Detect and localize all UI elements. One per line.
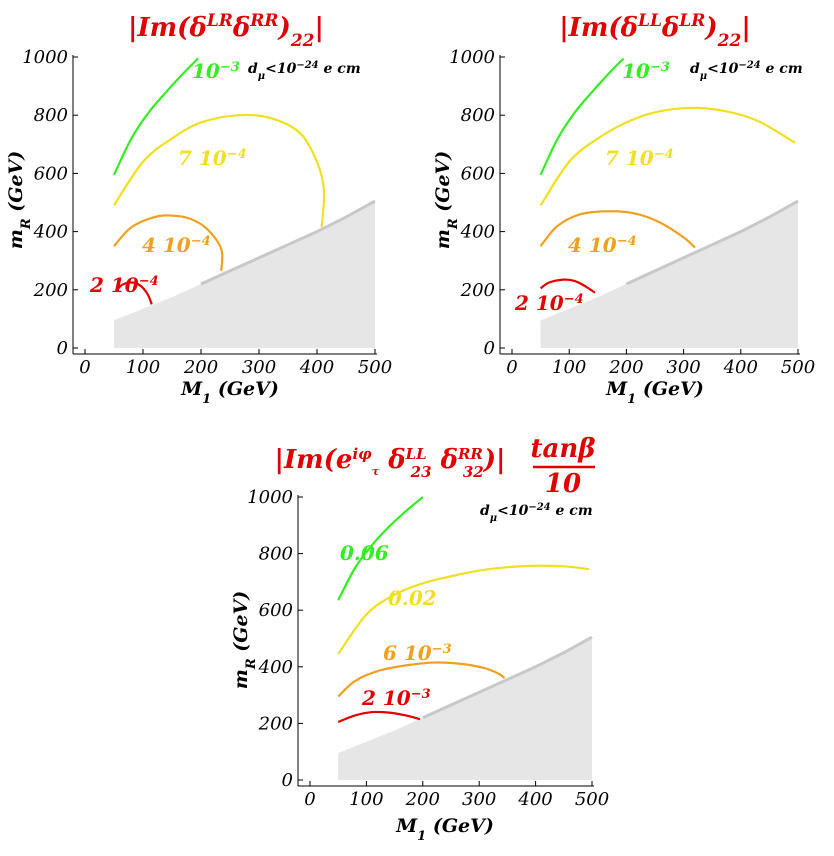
panel-3-label-0.02: 0.02 [388,586,437,610]
y-tick-label: 200 [460,280,495,301]
y-tick-label: 1000 [449,47,495,68]
y-tick-label: 200 [258,713,293,734]
excluded-region [114,201,375,348]
panel-1-ylabel: mR (GeV) [5,151,34,250]
y-tick-label: 0 [57,338,68,359]
panel-2-label-1e-3: 10−3 [622,59,670,83]
panel-2-plot: 0 100 200 300 400 500 0 200 400 600 800 1000 [449,47,815,378]
panel-1: |Im(δLRδRR)22| dμ<10−24 e cm 0 100 200 300 4… [5,11,392,407]
panel-2-ylabel: mR (GeV) [432,151,461,250]
contour-line [337,710,421,724]
contour-line [337,496,424,601]
y-tick-label: 400 [258,657,293,678]
y-tick-label: 400 [460,222,495,243]
panel-1-title: |Im(δLRδRR)22| [128,11,324,51]
panel-2-label-4e-4: 4 10−4 [568,233,637,257]
panel-3-plot: 0 100 200 300 400 500 0 200 400 600 800 1000 [247,487,609,810]
y-tick-label: 400 [33,222,68,243]
x-tick-label: 500 [575,789,609,810]
x-tick-label: 300 [666,357,700,378]
contour-line [337,564,590,655]
y-tick-label: 1000 [247,487,293,508]
y-tick-label: 600 [259,600,293,621]
contour-line [113,57,199,176]
x-tick-label: 0 [506,357,517,378]
panel-1-label-4e-4: 4 10−4 [142,233,211,257]
x-tick-label: 100 [552,357,586,378]
excluded-region [540,201,798,348]
panel-3-ylabel: mR (GeV) [230,591,259,690]
y-tick-label: 600 [34,163,68,184]
contour-line [539,278,596,294]
contour-line [113,214,224,271]
y-tick-label: 200 [33,280,68,301]
x-tick-label: 100 [126,357,160,378]
y-tick-label: 600 [461,163,495,184]
x-tick-label: 100 [349,789,383,810]
x-tick-label: 400 [517,789,552,810]
x-tick-label: 200 [405,789,440,810]
y-tick-label: 800 [461,105,495,126]
svg-text:tanβ: tanβ [530,434,595,464]
panel-2-xlabel: M1 (GeV) [605,378,704,407]
panel-1-label-2e-4: 2 10−4 [89,273,159,297]
excluded-region-edge [200,199,376,286]
contour-line [113,113,326,228]
panel-2-label-7e-4: 7 10−4 [605,146,674,170]
contour-line [116,281,153,305]
y-tick-label: 0 [282,770,293,791]
x-tick-label: 300 [242,357,276,378]
contour-line [539,57,625,176]
panel-3-label-0.06: 0.06 [340,541,389,565]
panel-2: |Im(δLLδLR)22| dμ<10−24 e cm 0 100 200 300 4… [432,11,815,407]
panel-1-xlabel: M1 (GeV) [180,378,279,407]
x-tick-label: 500 [358,357,392,378]
excluded-region-edge [422,635,593,720]
x-tick-label: 400 [299,357,334,378]
y-tick-label: 0 [484,338,495,359]
svg-text:10: 10 [545,469,581,499]
panel-3-annotation: dμ<10−24 e cm [480,502,593,524]
x-tick-label: 0 [79,357,90,378]
panel-3-label-6e-3: 6 10−3 [383,641,452,665]
x-tick-label: 200 [608,357,643,378]
panel-1-label-7e-4: 7 10−4 [178,146,247,170]
contour-line [539,210,696,249]
panel-2-label-2e-4: 2 10−4 [514,291,584,315]
y-tick-label: 800 [34,105,68,126]
y-tick-label: 800 [259,544,293,565]
x-tick-label: 500 [781,357,815,378]
excluded-region-edge [625,199,799,286]
panel-3-label-2e-3: 2 10−3 [361,686,431,710]
panel-1-label-1e-3: 10−3 [192,59,240,83]
contour-line [539,106,796,207]
panel-2-annotation: dμ<10−24 e cm [690,60,803,82]
excluded-region [338,637,592,780]
x-tick-label: 400 [723,357,758,378]
y-tick-label: 1000 [22,47,68,68]
contour-line [337,661,506,698]
x-tick-label: 300 [462,789,496,810]
panel-1-plot: 0 100 200 300 400 500 0 200 400 600 800 1000 [22,47,392,378]
x-tick-label: 200 [183,357,218,378]
panel-1-annotation: dμ<10−24 e cm [248,60,361,82]
panel-2-title: |Im(δLLδLR)22| [559,11,751,51]
panel-3-xlabel: M1 (GeV) [395,815,494,844]
x-tick-label: 0 [304,789,315,810]
